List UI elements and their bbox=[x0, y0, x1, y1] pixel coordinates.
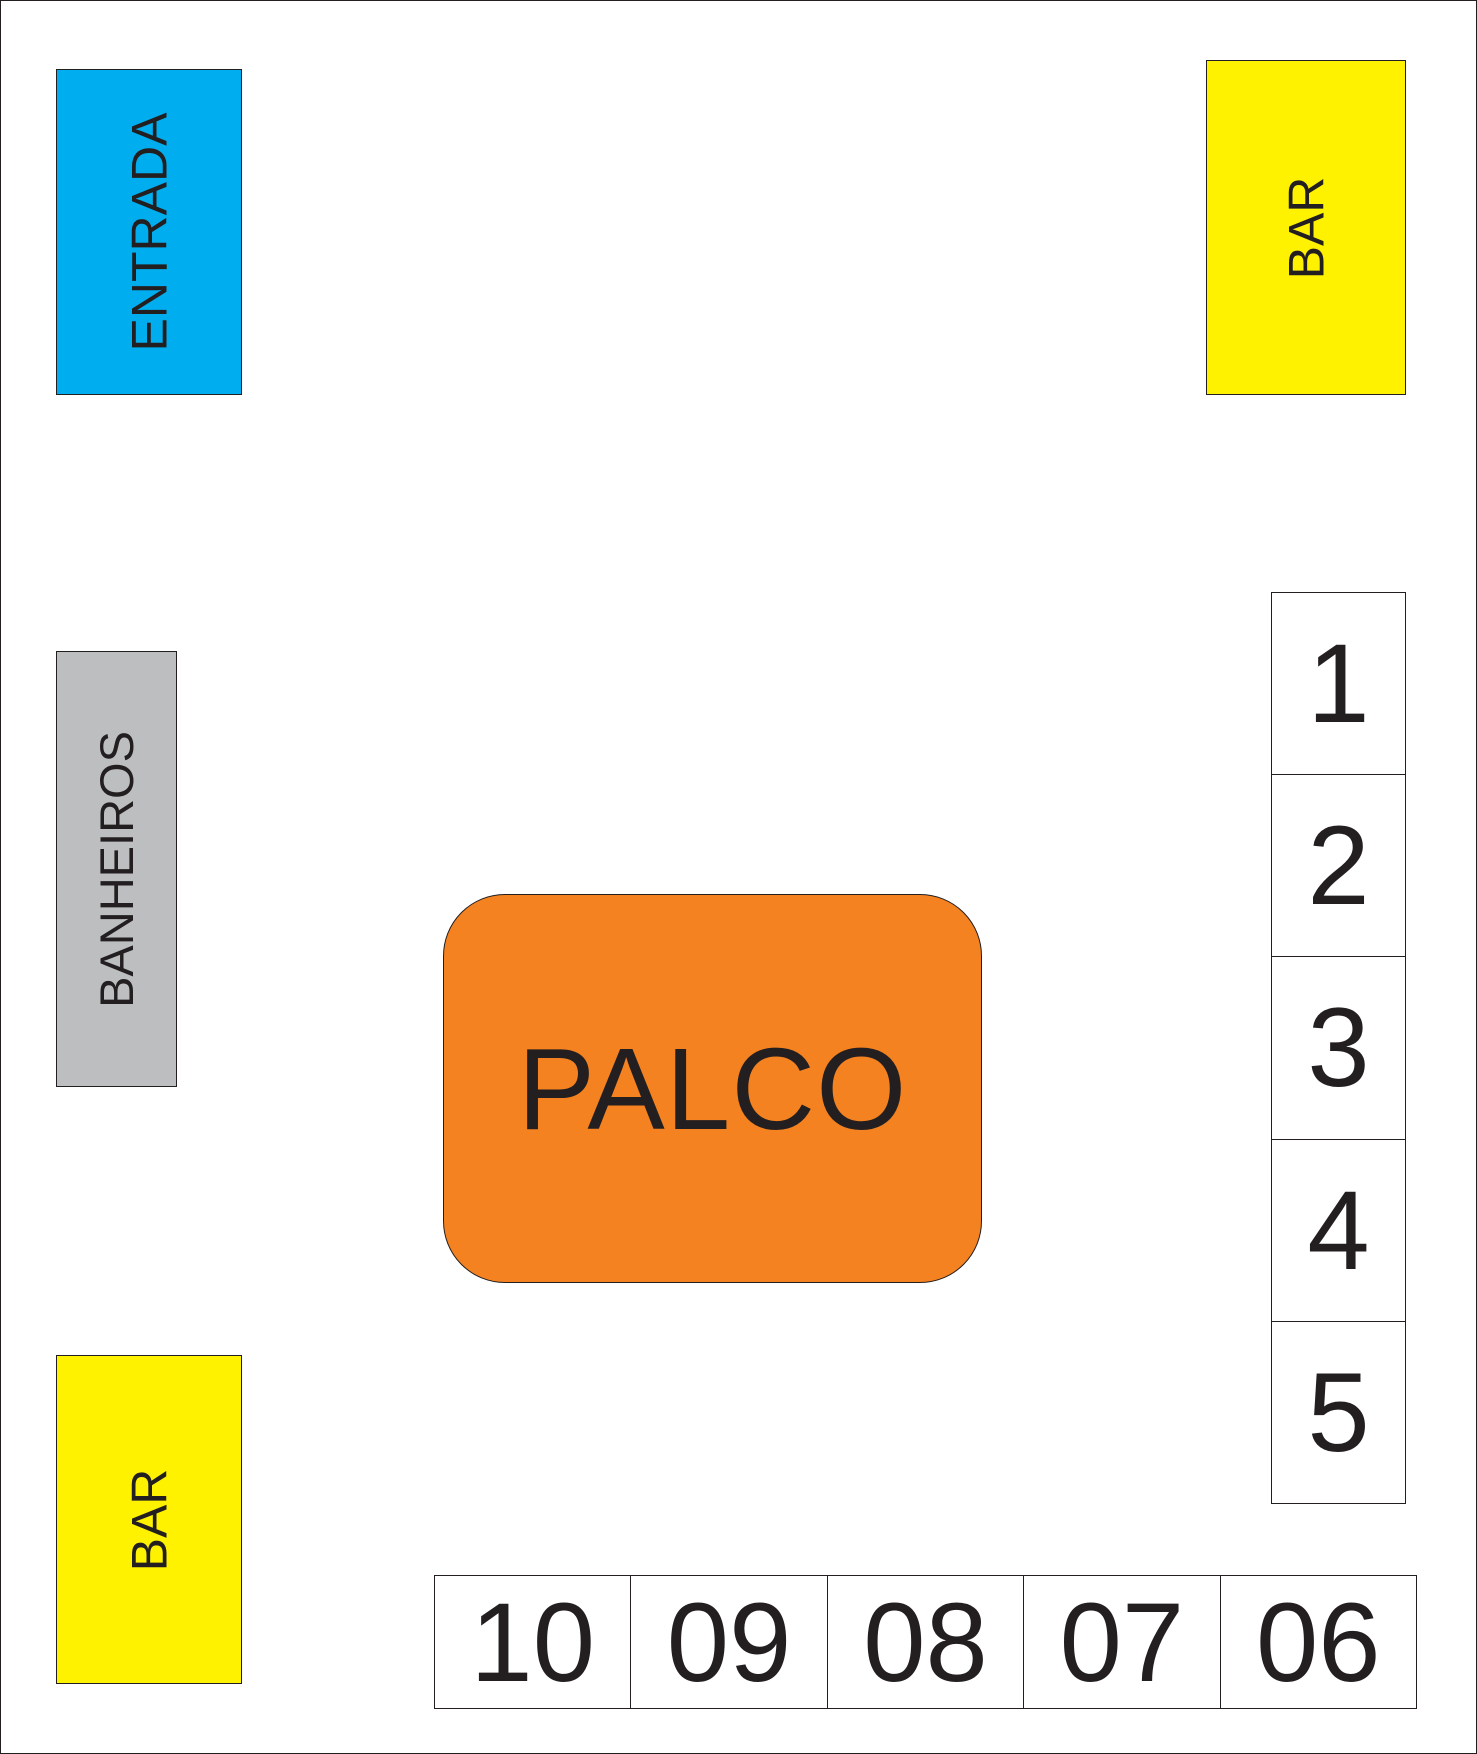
stage-label: PALCO bbox=[517, 1023, 908, 1154]
spot-2: 2 bbox=[1271, 774, 1406, 958]
bar-top-label: BAR bbox=[1278, 176, 1334, 279]
spot-5: 5 bbox=[1271, 1320, 1406, 1504]
stage-area: PALCO bbox=[443, 894, 982, 1283]
spot-07: 07 bbox=[1023, 1575, 1221, 1709]
numbered-spots-column: 1 2 3 4 5 bbox=[1271, 592, 1406, 1504]
spot-10: 10 bbox=[434, 1575, 632, 1709]
entrance-area: ENTRADA bbox=[56, 69, 242, 395]
spot-1: 1 bbox=[1271, 592, 1406, 776]
spot-06: 06 bbox=[1219, 1575, 1417, 1709]
restrooms-area: BANHEIROS bbox=[56, 651, 177, 1087]
bar-bottom-label: BAR bbox=[121, 1468, 177, 1571]
bar-area-top: BAR bbox=[1206, 60, 1406, 395]
restrooms-label: BANHEIROS bbox=[90, 730, 143, 1008]
entrance-label: ENTRADA bbox=[121, 112, 178, 352]
spot-09: 09 bbox=[630, 1575, 828, 1709]
spot-4: 4 bbox=[1271, 1138, 1406, 1322]
spot-3: 3 bbox=[1271, 956, 1406, 1140]
spot-08: 08 bbox=[826, 1575, 1025, 1709]
numbered-spots-row: 10 09 08 07 06 bbox=[434, 1575, 1417, 1709]
bar-area-bottom: BAR bbox=[56, 1355, 242, 1684]
